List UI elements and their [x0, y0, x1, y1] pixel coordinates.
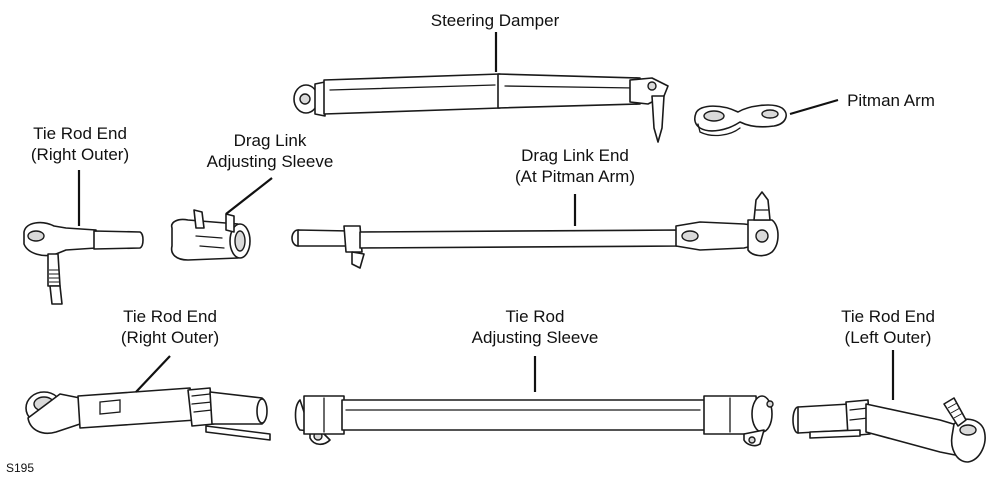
pitman-arm-part — [694, 104, 787, 137]
leader-pitman-arm — [789, 98, 839, 116]
leader-lines — [77, 32, 895, 400]
label-drag-link-adjusting-sleeve: Drag Link Adjusting Sleeve — [206, 131, 334, 171]
leader-drag-link-adjusting-sleeve — [225, 177, 273, 215]
label-pitman-arm: Pitman Arm — [847, 91, 935, 110]
figure-id: S195 — [6, 461, 35, 475]
tie-rod-end-left-outer-part — [792, 397, 986, 463]
label-tie-rod-end-right-outer-bottom: Tie Rod End (Right Outer) — [120, 307, 220, 347]
tie-rod-end-right-outer-top-part — [23, 221, 144, 305]
label-tie-rod-end-left-outer: Tie Rod End (Left Outer) — [841, 307, 935, 347]
drag-link-adjusting-sleeve-part — [170, 209, 251, 261]
label-drag-link-end: Drag Link End (At Pitman Arm) — [515, 146, 635, 186]
label-steering-damper: Steering Damper — [430, 11, 560, 30]
tie-rod-adjusting-sleeve-part — [294, 395, 774, 447]
label-tie-rod-end-right-outer-top: Tie Rod End (Right Outer) — [30, 124, 130, 164]
label-tie-rod-adjusting-sleeve: Tie Rod Adjusting Sleeve — [471, 307, 599, 347]
steering-damper-part — [293, 73, 669, 143]
leader-tie-rod-end-right-outer-bottom — [135, 355, 171, 393]
drag-link-end-part — [291, 191, 779, 269]
tie-rod-end-right-outer-bottom-part — [25, 387, 271, 441]
